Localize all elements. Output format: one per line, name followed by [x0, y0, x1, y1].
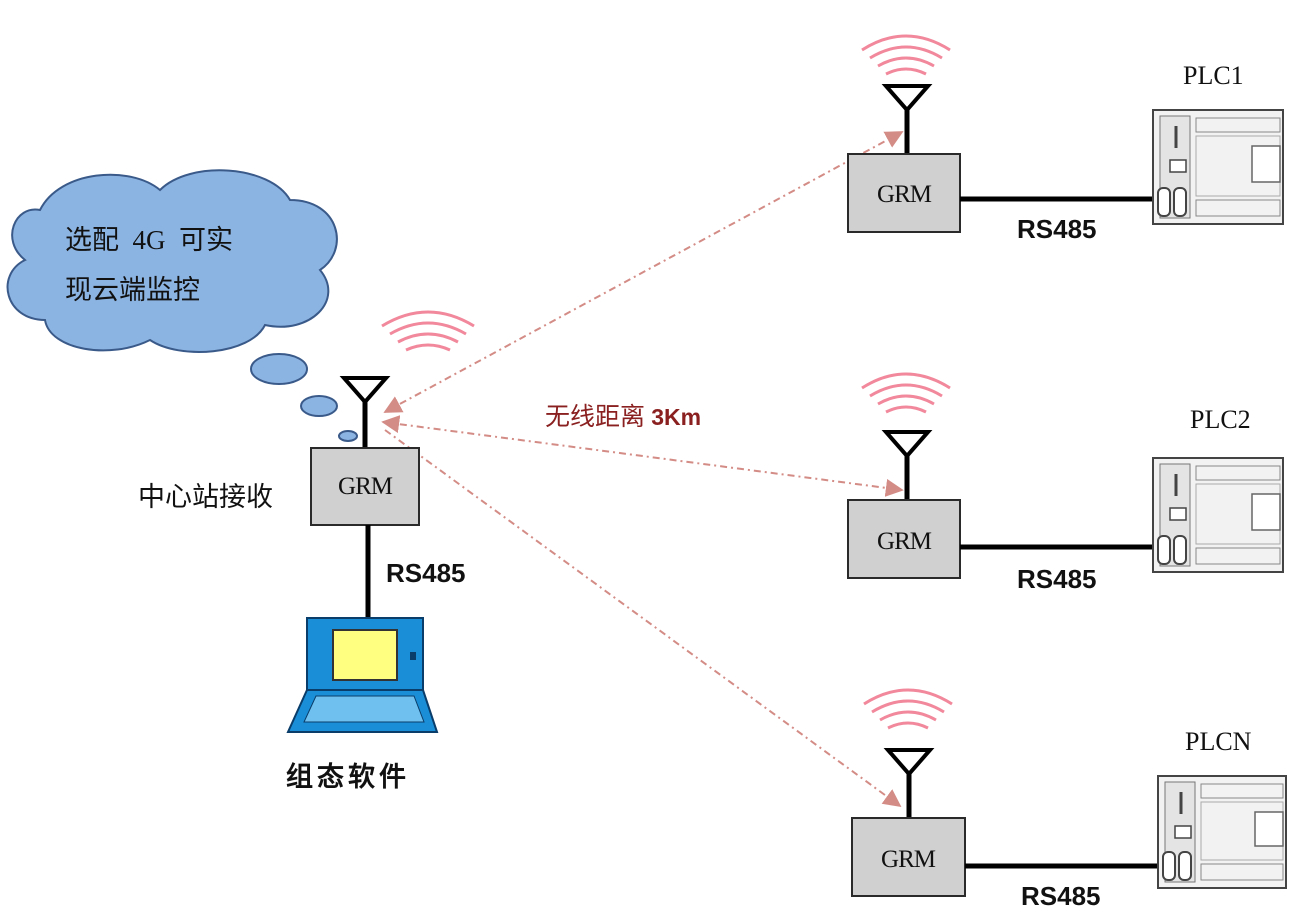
cloud-text-line2: 现云端监控: [65, 275, 200, 305]
grm-module: [847, 499, 961, 579]
cloud-text-line1: 选配 4G 可实: [65, 225, 233, 255]
plc-label: PLCN: [1185, 727, 1252, 756]
cloud-bubble-small: [338, 430, 358, 442]
radio-waves-icon: [861, 34, 951, 76]
distance-prefix: 无线距离: [545, 403, 651, 431]
antenna-icon: [881, 84, 933, 154]
radio-waves-icon: [861, 372, 951, 414]
distance-value: 3Km: [651, 404, 701, 430]
cloud-shape: [6, 169, 338, 353]
center-station: GRM 中心站接收 RS485 组态软件: [138, 310, 475, 793]
plc-device-icon: [1152, 109, 1284, 225]
node-plc2: GRM RS485 PLC2: [847, 372, 1284, 594]
rs485-label: RS485: [1021, 881, 1101, 911]
plc-label: PLC1: [1183, 61, 1244, 90]
grm-label: GRM: [877, 528, 932, 555]
antenna-icon: [881, 430, 933, 500]
software-label: 组态软件: [286, 761, 410, 793]
center-station-label: 中心站接收: [138, 482, 273, 513]
laptop-icon: [286, 617, 439, 733]
center-rs485-label: RS485: [386, 558, 466, 588]
wireless-link-plc1: [383, 131, 904, 413]
rs485-label: RS485: [1017, 564, 1097, 594]
cloud-bubble-large: [250, 353, 308, 385]
cloud-bubble-medium: [300, 395, 338, 417]
plc-label: PLC2: [1190, 405, 1251, 434]
grm-label: GRM: [877, 181, 932, 208]
node-plcn: GRM RS485 PLCN: [851, 688, 1287, 911]
radio-waves-icon: [863, 688, 953, 730]
wireless-link-plcn: [384, 429, 902, 808]
plc-device-icon: [1152, 457, 1284, 573]
grm-module: [851, 817, 966, 897]
antenna-icon: [339, 376, 391, 448]
wireless-links: [381, 131, 904, 808]
grm-module: [847, 153, 961, 233]
wireless-distance-label: 无线距离 3Km: [545, 403, 701, 431]
center-grm-module: [310, 447, 420, 526]
grm-label: GRM: [881, 846, 936, 873]
center-grm-label: GRM: [338, 473, 393, 500]
plc-device-icon: [1157, 775, 1287, 889]
radio-waves-icon: [381, 310, 475, 352]
antenna-icon: [883, 748, 935, 818]
node-plc1: GRM RS485 PLC1: [847, 34, 1284, 244]
thought-cloud: 选配 4G 可实 现云端监控: [6, 169, 358, 442]
wireless-link-plc2: [381, 415, 904, 497]
rs485-label: RS485: [1017, 214, 1097, 244]
